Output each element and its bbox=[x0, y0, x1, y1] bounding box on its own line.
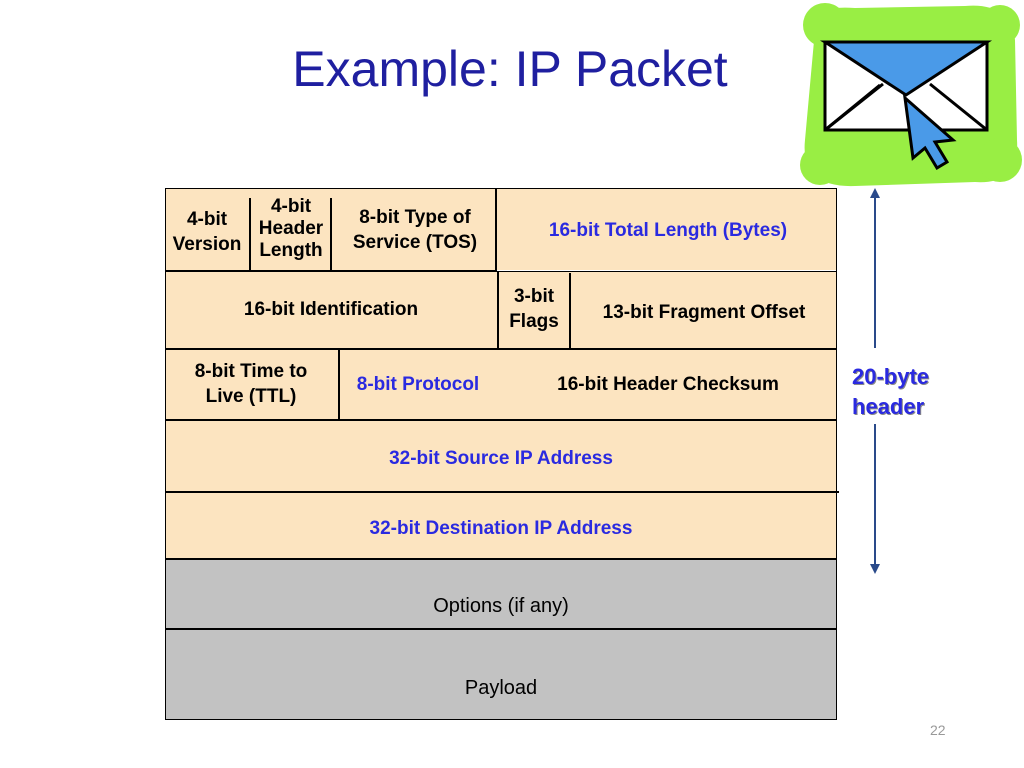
header-row-4: 32-bit Source IP Address bbox=[165, 421, 837, 491]
payload-label: Payload bbox=[464, 677, 538, 699]
header-span-arrow bbox=[865, 188, 885, 574]
field-tos: 8-bit Type of Service (TOS) bbox=[333, 192, 497, 270]
field-hlen-line1: 4-bit bbox=[270, 196, 312, 218]
header-size-line1: 20-byte bbox=[852, 364, 930, 389]
field-ttl-line1: 8-bit Time to bbox=[194, 361, 308, 383]
divider bbox=[165, 558, 837, 560]
field-total-length: 16-bit Total Length (Bytes) bbox=[548, 219, 788, 241]
field-version-line2: Version bbox=[172, 234, 242, 255]
divider bbox=[569, 273, 571, 348]
header-row-5: 32-bit Destination IP Address bbox=[165, 493, 837, 559]
header-size-line2: header bbox=[852, 393, 925, 419]
field-identification: 16-bit Identification bbox=[243, 298, 419, 320]
field-flags: 3-bit Flags bbox=[499, 272, 569, 348]
ip-packet-diagram: 4-bit Version 4-bit Header Length 8-bit … bbox=[165, 188, 839, 720]
field-version: 4-bit Version bbox=[165, 196, 249, 270]
header-row-1: 4-bit Version 4-bit Header Length 8-bit … bbox=[165, 188, 837, 270]
field-fragment-offset: 13-bit Fragment Offset bbox=[602, 301, 806, 323]
field-header-checksum: 16-bit Header Checksum bbox=[557, 373, 779, 395]
field-protocol: 8-bit Protocol bbox=[356, 373, 480, 395]
field-tos-line2: Service (TOS) bbox=[352, 232, 478, 253]
divider bbox=[338, 350, 340, 420]
options-label: Options (if any) bbox=[433, 595, 569, 617]
divider bbox=[249, 198, 251, 270]
divider bbox=[165, 270, 497, 272]
field-hlen-line2: Header bbox=[258, 218, 324, 240]
field-flags-line2: Flags bbox=[509, 311, 559, 332]
header-row-3: 8-bit Time to Live (TTL) 8-bit Protocol … bbox=[165, 350, 837, 420]
header-size-label: 20-byte header bbox=[852, 362, 952, 421]
field-tos-line1: 8-bit Type of bbox=[359, 207, 471, 229]
header-row-2: 16-bit Identification 3-bit Flags 13-bit… bbox=[165, 272, 837, 348]
field-version-line1: 4-bit bbox=[186, 209, 228, 231]
divider bbox=[330, 198, 332, 270]
email-envelope-cursor-icon bbox=[795, 0, 1024, 190]
divider bbox=[165, 419, 837, 421]
page-number: 22 bbox=[930, 722, 946, 738]
payload-section: Payload bbox=[165, 630, 837, 720]
field-hlen-line3: Length bbox=[259, 239, 323, 261]
divider bbox=[165, 491, 839, 493]
divider bbox=[165, 348, 837, 350]
divider bbox=[495, 188, 497, 273]
field-header-length: 4-bit Header Length bbox=[251, 192, 331, 266]
divider bbox=[497, 272, 499, 422]
field-ttl-line2: Live (TTL) bbox=[205, 386, 297, 407]
slide-title: Example: IP Packet bbox=[292, 41, 728, 97]
field-destination-address: 32-bit Destination IP Address bbox=[369, 517, 633, 539]
field-flags-line1: 3-bit bbox=[513, 286, 555, 308]
options-section: Options (if any) bbox=[165, 560, 837, 628]
field-ttl: 8-bit Time to Live (TTL) bbox=[165, 350, 337, 420]
field-source-address: 32-bit Source IP Address bbox=[389, 447, 613, 469]
divider bbox=[165, 628, 837, 630]
